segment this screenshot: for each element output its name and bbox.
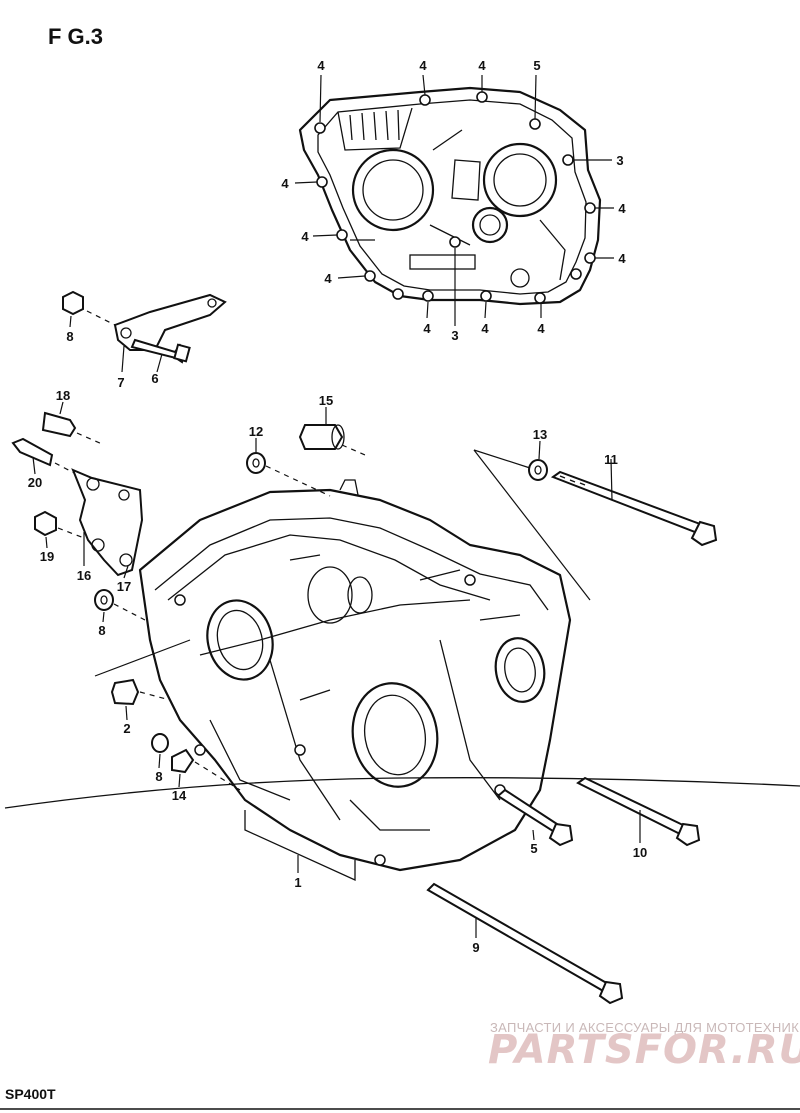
gasket-14: [171, 748, 195, 774]
callout-4: 4: [317, 58, 325, 73]
bolt-5-bottom: [496, 788, 574, 847]
leader-lines-main: [32, 315, 641, 938]
dowel-2: [110, 678, 140, 706]
callout-7: 7: [117, 375, 124, 390]
model-label: SP400T: [5, 1086, 56, 1102]
callout-8: 8: [98, 623, 105, 638]
washer-8-mid: [94, 589, 114, 611]
callout-3: 3: [451, 328, 458, 343]
callout-8: 8: [155, 769, 162, 784]
callout-14: 14: [172, 788, 187, 803]
callout-9: 9: [472, 940, 479, 955]
engine-mount-bracket-lower: [11, 411, 144, 577]
callout-18: 18: [56, 388, 70, 403]
callout-4: 4: [423, 321, 431, 336]
callout-20: 20: [28, 475, 42, 490]
callout-10: 10: [633, 845, 647, 860]
crankcase-half-top-view: [298, 86, 602, 306]
callout-16: 16: [77, 568, 91, 583]
callout-4: 4: [481, 321, 489, 336]
callout-13: 13: [533, 427, 547, 442]
callout-11: 11: [604, 452, 618, 467]
callout-labels: 4 4 4 5 3 4 4 4 4 4 4 3 4 4 8 7 6 18 20 …: [28, 58, 647, 955]
long-bolt-11: [550, 470, 718, 547]
long-bolt-10: [576, 776, 701, 847]
engine-mount-bracket-upper: [62, 290, 227, 364]
callout-17: 17: [117, 579, 131, 594]
callout-4: 4: [618, 201, 626, 216]
washer-8-low: [151, 733, 169, 753]
callout-19: 19: [40, 549, 54, 564]
callout-4: 4: [281, 176, 289, 191]
callout-5: 5: [533, 58, 540, 73]
callout-4: 4: [324, 271, 332, 286]
crankcase-assembly: [138, 479, 572, 882]
callout-2: 2: [123, 721, 130, 736]
washer-13: [528, 459, 548, 481]
callout-1: 1: [294, 875, 301, 890]
ground-line: [4, 777, 800, 809]
leader-lines-top: [294, 74, 614, 326]
figure-title: F G.3: [48, 24, 103, 49]
watermark-brand: PARTSFOR.RU: [488, 1027, 800, 1073]
callout-15: 15: [319, 393, 333, 408]
callout-4: 4: [301, 229, 309, 244]
callout-4: 4: [478, 58, 486, 73]
callout-8: 8: [66, 329, 73, 344]
callout-6: 6: [151, 371, 158, 386]
callout-4: 4: [419, 58, 427, 73]
long-bolt-9: [426, 882, 624, 1005]
callout-4: 4: [618, 251, 626, 266]
callout-4: 4: [537, 321, 545, 336]
callout-5: 5: [530, 841, 537, 856]
callout-12: 12: [249, 424, 263, 439]
washer-12: [246, 452, 266, 474]
callout-3: 3: [616, 153, 623, 168]
watermark-tagline: ЗАПЧАСТИ И АКСЕССУАРЫ ДЛЯ МОТОТЕХНИКИ: [490, 1020, 800, 1035]
dowel-15: [298, 424, 345, 450]
